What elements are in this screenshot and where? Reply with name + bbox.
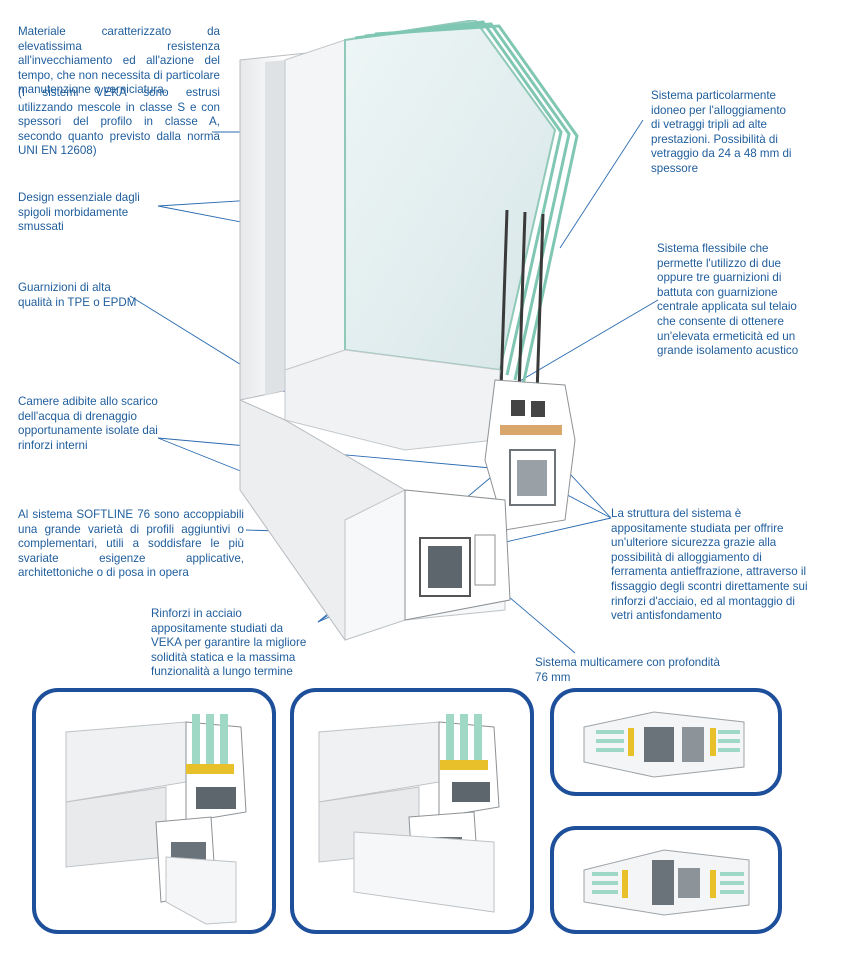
- callout-vetraggi: Sistema particolarmente idoneo per l'all…: [651, 89, 792, 175]
- callout-veka-classe: (I sistemi VEKA sono estrusi utilizzando…: [18, 86, 220, 158]
- profile-section-image-1: [65, 714, 247, 925]
- profile-panel-4: [550, 826, 782, 934]
- profile-panel-2: [290, 688, 534, 934]
- profile-panel-3: [550, 688, 782, 796]
- callout-camere: Camere adibite allo scarico dell'acqua d…: [18, 395, 158, 452]
- callout-softline: Al sistema SOFTLINE 76 sono accoppiabili…: [18, 508, 244, 580]
- callout-flessibile: Sistema flessibile che permette l'utiliz…: [657, 242, 799, 358]
- callout-multicamere: Sistema multicamere con profondità 76 mm: [535, 656, 720, 684]
- callout-rinforzi: Rinforzi in acciaio appositamente studia…: [151, 607, 307, 679]
- callout-materiale: Materiale caratterizzato da elevatissima…: [18, 25, 220, 97]
- callout-guarnizioni: Guarnizioni di alta qualità in TPE o EPD…: [18, 281, 137, 309]
- callout-struttura: La struttura del sistema è appositamente…: [611, 507, 808, 623]
- profile-section-image-2: [318, 714, 500, 913]
- profile-panel-1: [32, 688, 276, 934]
- window-profile-illustration: [239, 20, 579, 641]
- profile-section-image-4: [583, 849, 750, 916]
- profile-section-image-3: [583, 711, 745, 778]
- callout-design: Design essenziale dagli spigoli morbidam…: [18, 191, 140, 234]
